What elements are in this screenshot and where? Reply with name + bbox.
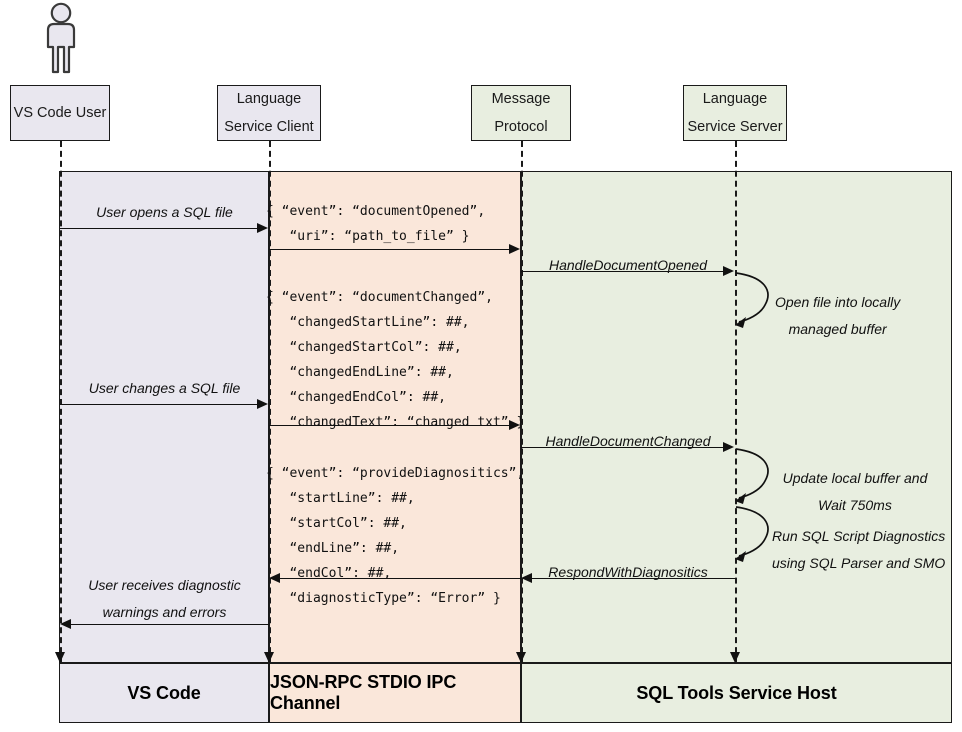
arrow-head-handle-document-opened — [723, 265, 734, 276]
lane-footer-label: SQL Tools Service Host — [636, 682, 837, 703]
lane-footer-json-rpc-stdio-ipc-channel: JSON-RPC STDIO IPC Channel — [269, 663, 521, 723]
participant-label-line1: Language — [702, 90, 768, 107]
message-line-respond-with-diagnositics — [532, 578, 735, 579]
lane-footer-vs-code: VS Code — [59, 663, 269, 723]
arrow-head-protocol-to-client-diagnostics — [269, 572, 280, 583]
participant-message-protocol[interactable]: Message Protocol — [471, 85, 571, 141]
vs-code-user-actor-icon — [38, 2, 84, 76]
participant-label-line2: Service Server — [687, 119, 783, 135]
payload-provide-diagnositics: { “event”: “provideDiagnositics”, “start… — [266, 466, 525, 606]
arrow-head-client-to-protocol-opened — [509, 243, 520, 254]
lane-footer-sql-tools-service-host: SQL Tools Service Host — [521, 663, 952, 723]
lifeline-vs-code-user — [60, 141, 62, 663]
payload-document-opened: { “event”: “documentOpened”, “uri”: “pat… — [266, 204, 486, 244]
lane-band-vs-code — [59, 171, 269, 663]
lifeline-end-arrow-language-service-client — [263, 652, 274, 663]
message-line-handle-document-changed — [521, 447, 724, 448]
arrow-head-user-changes-sql-file — [257, 398, 268, 409]
lifeline-message-protocol — [521, 141, 523, 663]
participant-language-service-server[interactable]: Language Service Server — [683, 85, 787, 141]
message-label-respond-with-diagnositics: RespondWithDiagnositics — [548, 564, 708, 580]
message-line-user-changes-sql-file — [60, 404, 258, 405]
participant-language-service-client[interactable]: Language Service Client — [217, 85, 321, 141]
self-call-label-run-sql-script-diagnostics: Run SQL Script Diagnostics using SQL Par… — [772, 528, 946, 572]
participant-label-line2: Service Client — [224, 119, 314, 135]
arrow-head-respond-with-diagnositics — [521, 572, 532, 583]
arrow-head-user-receives-diagnostics — [60, 618, 71, 629]
message-line-protocol-to-client-diagnostics — [280, 578, 521, 579]
self-call-label-open-file-into-buffer: Open file into locally managed buffer — [775, 294, 901, 338]
self-call-update-buffer-and-wait — [735, 447, 781, 512]
participant-label-line1: Message — [491, 90, 551, 107]
arrow-head-user-opens-sql-file — [257, 222, 268, 233]
message-label-user-receives-diagnostics: User receives diagnostic warnings and er… — [88, 577, 241, 620]
participant-label-line1: VS Code User — [13, 104, 107, 121]
message-line-user-opens-sql-file — [60, 228, 258, 229]
lane-footer-label: VS Code — [127, 682, 201, 703]
message-label-user-opens-sql-file: User opens a SQL file — [96, 204, 233, 220]
self-call-open-file-into-buffer — [735, 271, 781, 336]
lifeline-end-arrow-language-service-server — [729, 652, 740, 663]
lifeline-language-service-server — [735, 141, 737, 663]
message-line-handle-document-opened — [521, 271, 724, 272]
message-label-handle-document-changed: HandleDocumentChanged — [545, 433, 711, 449]
message-label-user-changes-sql-file: User changes a SQL file — [88, 380, 241, 396]
participant-label-line2: Protocol — [494, 119, 548, 135]
message-label-handle-document-opened: HandleDocumentOpened — [549, 257, 707, 273]
arrow-head-handle-document-changed — [723, 441, 734, 452]
lane-band-json-rpc-stdio-ipc-channel — [269, 171, 521, 663]
lane-footer-label: JSON-RPC STDIO IPC Channel — [270, 672, 457, 713]
self-call-run-sql-script-diagnostics — [735, 505, 781, 570]
message-line-client-to-protocol-changed — [269, 425, 510, 426]
lifeline-end-arrow-vs-code-user — [54, 652, 65, 663]
lifeline-language-service-client — [269, 141, 271, 663]
arrow-head-client-to-protocol-changed — [509, 419, 520, 430]
message-line-client-to-protocol-opened — [269, 249, 510, 250]
self-call-label-update-buffer-and-wait: Update local buffer and Wait 750ms — [782, 470, 928, 514]
lifeline-end-arrow-message-protocol — [515, 652, 526, 663]
message-line-user-receives-diagnostics — [71, 624, 269, 625]
participant-label-line1: Language — [236, 90, 302, 107]
payload-document-changed: { “event”: “documentChanged”, “changedSt… — [266, 290, 525, 430]
participant-vs-code-user[interactable]: VS Code User — [10, 85, 110, 141]
